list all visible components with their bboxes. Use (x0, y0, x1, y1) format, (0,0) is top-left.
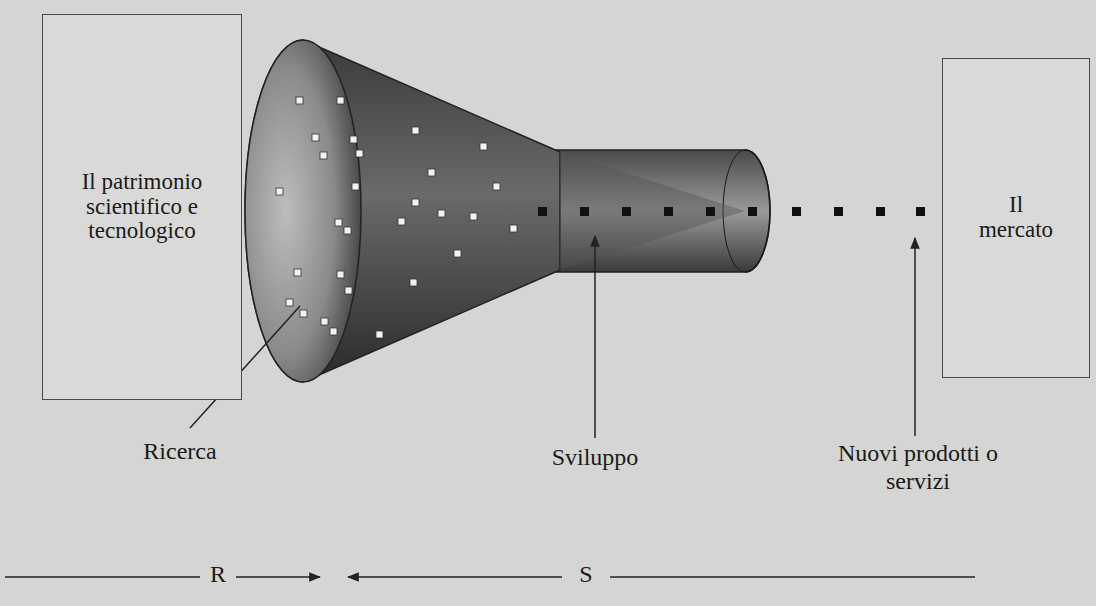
span-letter: S (568, 561, 604, 589)
phase-label: Ricerca (117, 438, 243, 466)
span-arrow (236, 576, 320, 578)
cone (245, 40, 560, 382)
market-box: Il mercato (942, 58, 1090, 378)
span-arrow (348, 576, 562, 578)
span-line (610, 576, 975, 578)
product-path-dots (538, 207, 925, 216)
source-box: Il patrimonio scientifico e tecnologico (42, 14, 242, 400)
cylinder (550, 150, 770, 272)
cylinder-end (745, 150, 770, 272)
span-letter: R (200, 561, 236, 589)
output-label: Nuovi prodotti o servizi (830, 440, 1006, 495)
idea-dots (276, 97, 517, 338)
phase-label: Sviluppo (527, 444, 663, 472)
box-text: Il mercato (973, 193, 1059, 243)
leader-arrow (594, 236, 596, 438)
funnel-mouth (245, 40, 361, 382)
box-text: Il patrimonio scientifico e tecnologico (81, 170, 203, 244)
leader-arrow (914, 238, 916, 436)
cone-shade (560, 152, 745, 270)
span-line (5, 576, 200, 578)
